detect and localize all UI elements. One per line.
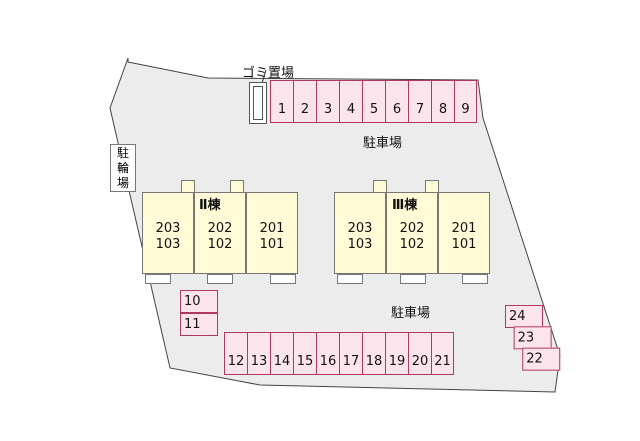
unit-number: 201 [259, 221, 285, 236]
unit-block-II-2: 202 102 [194, 192, 246, 274]
entrance-step [207, 274, 233, 284]
parking-label-south: 駐車場 [391, 306, 431, 321]
parking-space: 13 [247, 332, 270, 375]
parking-space: 22 [522, 347, 561, 371]
garbage-station-label: ゴミ置場 [242, 66, 295, 81]
unit-block-III-1: 203 103 [334, 192, 386, 274]
bicycle-label-2: 輪 [116, 161, 129, 175]
parking-space: 21 [431, 332, 454, 375]
parking-space: 6 [385, 80, 408, 123]
parking-space: 4 [339, 80, 362, 123]
parking-label-north: 駐車場 [363, 136, 403, 151]
parking-space: 16 [316, 332, 339, 375]
unit-number: 203 [347, 221, 373, 236]
roof-tab [181, 180, 195, 192]
unit-number: 203 [155, 221, 181, 236]
parking-space: 11 [180, 313, 218, 336]
unit-number: 102 [207, 237, 233, 252]
parking-space: 14 [270, 332, 293, 375]
parking-space: 24 [505, 305, 543, 328]
unit-number: 202 [207, 221, 233, 236]
parking-space: 1 [270, 80, 293, 123]
unit-number: 102 [399, 237, 425, 252]
unit-number: 103 [155, 237, 181, 252]
wing-label-II: Ⅱ棟 [199, 198, 221, 213]
roof-tab [373, 180, 387, 192]
unit-number: 101 [259, 237, 285, 252]
entrance-step [270, 274, 296, 284]
unit-block-III-3: 201 101 [438, 192, 490, 274]
parking-space: 7 [408, 80, 431, 123]
parking-space: 23 [513, 326, 552, 350]
parking-space: 3 [316, 80, 339, 123]
parking-space: 18 [362, 332, 385, 375]
entrance-step [337, 274, 363, 284]
unit-block-II-1: 203 103 [142, 192, 194, 274]
garbage-station [249, 82, 267, 124]
wing-label-III: Ⅲ棟 [392, 198, 418, 213]
unit-number: 202 [399, 221, 425, 236]
unit-block-II-3: 201 101 [246, 192, 298, 274]
entrance-step [462, 274, 488, 284]
parking-space: 10 [180, 290, 218, 313]
parking-space: 15 [293, 332, 316, 375]
bicycle-label-1: 駐 [116, 146, 129, 160]
unit-number: 201 [451, 221, 477, 236]
parking-space: 12 [224, 332, 247, 375]
parking-space: 20 [408, 332, 431, 375]
unit-number: 103 [347, 237, 373, 252]
parking-space: 17 [339, 332, 362, 375]
entrance-step [145, 274, 171, 284]
bicycle-parking: 駐 輪 場 [110, 144, 136, 192]
unit-block-III-2: 202 102 [386, 192, 438, 274]
entrance-step [400, 274, 426, 284]
roof-tab [425, 180, 439, 192]
parking-space: 5 [362, 80, 385, 123]
parking-space: 9 [454, 80, 477, 123]
parking-space: 8 [431, 80, 454, 123]
bicycle-label-3: 場 [116, 176, 129, 190]
roof-tab [230, 180, 244, 192]
parking-space: 2 [293, 80, 316, 123]
parking-space: 19 [385, 332, 408, 375]
unit-number: 101 [451, 237, 477, 252]
